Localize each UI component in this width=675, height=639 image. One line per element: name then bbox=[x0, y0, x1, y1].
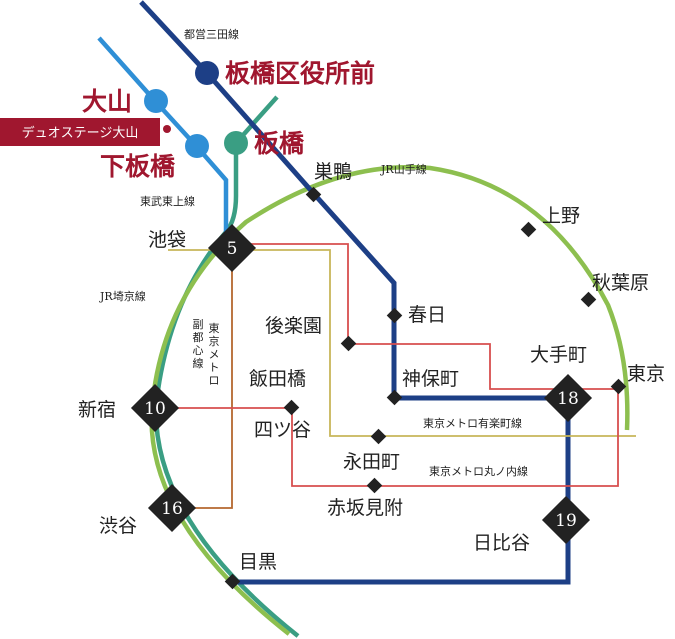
iidabashi-label: 飯田橋 bbox=[249, 368, 306, 390]
oyama-dot bbox=[144, 89, 168, 113]
korakuen-label: 後楽園 bbox=[265, 315, 322, 337]
akasakamitsuke-marker bbox=[366, 477, 383, 494]
shinjuku-label: 新宿 bbox=[78, 399, 116, 421]
shimoitabashi-label: 下板橋 bbox=[100, 152, 176, 181]
ikebukuro-hub: 5 bbox=[207, 223, 257, 273]
shibuya-hub: 16 bbox=[147, 483, 197, 533]
svg-text:10: 10 bbox=[144, 399, 166, 419]
ikebukuro-label: 池袋 bbox=[148, 229, 186, 251]
tokyo-label: 東京 bbox=[627, 363, 665, 385]
svg-text:19: 19 bbox=[555, 511, 577, 531]
akasakamitsuke-label: 赤坂見附 bbox=[327, 497, 403, 519]
iidabashi-marker bbox=[283, 399, 300, 416]
meguro-label: 目黒 bbox=[239, 551, 277, 573]
shinjuku-hub: 10 bbox=[130, 383, 180, 433]
mita-line bbox=[139, 0, 571, 585]
fukutoshin-line bbox=[170, 248, 233, 509]
itabashi-dot bbox=[224, 131, 248, 155]
meguro-marker bbox=[224, 573, 241, 590]
marunouchi-line-label: 東京メトロ丸ノ内線 bbox=[429, 464, 528, 478]
korakuen-marker bbox=[340, 335, 357, 352]
saikyo-line-label: JR埼京線 bbox=[99, 289, 146, 303]
sugamo-marker bbox=[305, 186, 322, 203]
kasuga-label: 春日 bbox=[408, 304, 446, 326]
itabashikuyakushomae-dot bbox=[195, 61, 219, 85]
itabashikuyakushomae-label: 板橋区役所前 bbox=[225, 59, 375, 88]
property-dot bbox=[163, 125, 171, 133]
ueno-label: 上野 bbox=[542, 205, 580, 227]
property-name: デュオステージ大山 bbox=[22, 125, 139, 141]
otemachi-hub: 18 bbox=[543, 373, 593, 423]
yamanote-line-label: JR山手線 bbox=[380, 162, 427, 176]
jimbocho-marker bbox=[386, 389, 403, 406]
jimbocho-label: 神保町 bbox=[402, 368, 459, 390]
yotsuya-label: 四ツ谷 bbox=[254, 419, 311, 441]
hibiya-hub: 19 bbox=[541, 495, 591, 545]
itabashi-label: 板橋 bbox=[254, 129, 305, 158]
oyama-label: 大山 bbox=[82, 87, 132, 116]
saikyo-line bbox=[153, 143, 300, 638]
yurakucho-line-label: 東京メトロ有楽町線 bbox=[423, 416, 522, 430]
yamanote-line bbox=[149, 164, 630, 636]
ueno-marker bbox=[520, 221, 537, 238]
sugamo-label: 巣鴨 bbox=[314, 161, 352, 183]
nagatacho-label: 永田町 bbox=[343, 451, 400, 473]
shibuya-label: 渋谷 bbox=[99, 515, 137, 537]
svg-text:18: 18 bbox=[557, 389, 579, 409]
fukutoshin-line-label: 東京メトロ副都心線 bbox=[193, 318, 220, 387]
nagatacho-marker bbox=[370, 428, 387, 445]
shimoitabashi-dot bbox=[185, 134, 209, 158]
hibiya-label: 日比谷 bbox=[473, 532, 530, 554]
otemachi-label: 大手町 bbox=[530, 344, 587, 366]
tobu-tojo-line-label: 東武東上線 bbox=[140, 194, 195, 208]
kasuga-marker bbox=[386, 307, 403, 324]
svg-text:16: 16 bbox=[161, 499, 183, 519]
property-tag bbox=[0, 118, 160, 146]
akihabara-label: 秋葉原 bbox=[592, 272, 649, 294]
akihabara-marker bbox=[580, 291, 597, 308]
mita-line-label: 都営三田線 bbox=[184, 27, 239, 41]
svg-text:5: 5 bbox=[227, 239, 238, 259]
